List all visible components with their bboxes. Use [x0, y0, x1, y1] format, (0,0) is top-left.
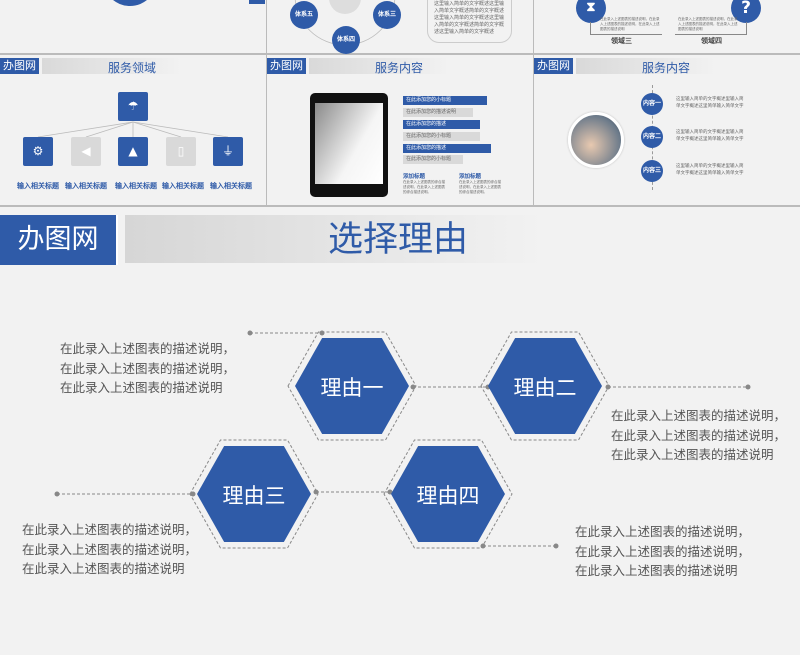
umbrella-icon[interactable]: ☂ — [118, 92, 148, 121]
blue-circle — [103, 0, 157, 6]
system-node[interactable]: 体系四 — [332, 26, 360, 54]
hexagon-outline — [189, 439, 319, 549]
reason-hexagon[interactable] — [391, 446, 505, 542]
content-bar: 在此添加您的小标题 — [403, 96, 487, 105]
hexagon-outline — [480, 331, 610, 441]
reason-label: 理由四 — [416, 484, 480, 508]
question-icon: ? — [731, 0, 761, 23]
timeline-node[interactable]: 内容二 — [641, 126, 663, 148]
reason-description: 在此录入上述图表的描述说明，在此录入上述图表的描述说明，在此录入上述图表的描述说… — [611, 408, 787, 462]
domain-label: 领域四 — [701, 37, 722, 45]
reason-description: 在此录入上述图表的描述说明，在此录入上述图表的描述说明，在此录入上述图表的描述说… — [22, 522, 198, 576]
divider — [0, 53, 800, 55]
summary-box: 这里输入简单的文字概述这里输入简单文字概述简单的文字概述这里输入简单的文字概述这… — [427, 0, 512, 43]
domain-text: 在此录入上述图表的描述说明，在此录入上述图表的描述说明，在此录入上述图表的描述说… — [600, 17, 660, 31]
timeline-text: 这里输入简单的文字概述里输入简单文字概述这里简单输入简单文字 — [676, 97, 744, 109]
timeline-node[interactable]: 内容一 — [641, 93, 663, 115]
gears-icon[interactable]: ⚙ — [23, 137, 53, 166]
page-title: 选择理由 — [327, 220, 468, 260]
panel-title: 服务领域 — [108, 61, 157, 75]
bracket-line — [590, 22, 662, 35]
hexagon-outline — [383, 439, 513, 549]
content-bar: 在此添加您的描述 — [403, 120, 480, 129]
reason-hexagon[interactable] — [488, 338, 602, 434]
reason-label: 理由二 — [513, 376, 577, 400]
speaker-icon[interactable]: ◀ — [71, 137, 101, 166]
system-node[interactable]: 体系三 — [373, 1, 401, 29]
content-bar: 在此添加您的描述说明 — [403, 108, 473, 117]
note-text: 在此录入上述图表的综合描述说明，在此录入上述图表的综合描述说明。 — [403, 180, 445, 194]
plug-icon[interactable]: ⏚ — [213, 137, 243, 166]
cone-icon[interactable]: ▲ — [118, 137, 148, 166]
reason-label: 理由一 — [320, 376, 384, 400]
tablet-image — [310, 93, 388, 197]
item-label: 输入相关标题 — [65, 182, 107, 190]
reason-hexagon[interactable] — [295, 338, 409, 434]
bracket-line — [675, 22, 747, 35]
content-bar: 在此添加您的小标题 — [403, 132, 480, 141]
logo: 办图网 — [267, 58, 306, 74]
content-bar: 在此添加您的小标题 — [403, 155, 463, 164]
photo-circle — [568, 112, 624, 168]
header-bar — [309, 58, 449, 74]
note-title: 添加标题 — [403, 174, 426, 180]
blue-block — [249, 0, 265, 4]
header-bar — [42, 58, 182, 74]
note-text: 在此录入上述图表的综合描述说明，在此录入上述图表的综合描述说明。 — [459, 180, 501, 194]
panel-title: 服务内容 — [642, 61, 691, 75]
reason-label: 理由三 — [222, 484, 286, 508]
header-bar — [125, 215, 545, 263]
logo: 办图网 — [0, 215, 118, 265]
divider — [0, 205, 800, 207]
hourglass-icon: ⧗ — [576, 0, 606, 23]
domain-label: 领域三 — [611, 37, 632, 45]
domain-text: 在此录入上述图表的描述说明，在此录入上述图表的描述说明，在此录入上述图表的描述说… — [678, 17, 738, 31]
reason-description: 在此录入上述图表的描述说明，在此录入上述图表的描述说明，在此录入上述图表的描述说… — [60, 341, 236, 395]
hexagon-outline — [287, 331, 417, 441]
reason-hexagon[interactable] — [197, 446, 311, 542]
timeline-node[interactable]: 内容三 — [641, 160, 663, 182]
item-label: 输入相关标题 — [162, 182, 204, 190]
header-bar — [576, 58, 716, 74]
tree-lines — [37, 121, 229, 138]
logo: 办图网 — [534, 58, 573, 74]
item-label: 输入相关标题 — [210, 182, 252, 190]
note-title: 添加标题 — [459, 174, 482, 180]
reason-description: 在此录入上述图表的描述说明，在此录入上述图表的描述说明，在此录入上述图表的描述说… — [575, 524, 751, 578]
logo: 办图网 — [0, 58, 39, 74]
summary-text: 这里输入简单的文字概述这里输入简单文字概述简单的文字概述这里输入简单的文字概述这… — [434, 1, 505, 35]
timeline-text: 这里输入简单的文字概述里输入简单文字概述这里简单输入简单文字 — [676, 130, 744, 142]
item-label: 输入相关标题 — [17, 182, 59, 190]
content-bar: 在此添加您的描述 — [403, 144, 491, 153]
item-label: 输入相关标题 — [115, 182, 157, 190]
system-node[interactable]: 体系五 — [290, 1, 318, 29]
divider — [266, 0, 267, 205]
divider — [533, 0, 534, 205]
timeline-text: 这里输入简单的文字概述里输入简单文字概述这里简单输入简单文字 — [676, 164, 744, 176]
panel-title: 服务内容 — [375, 61, 424, 75]
phone-icon[interactable]: ▯ — [166, 137, 196, 166]
